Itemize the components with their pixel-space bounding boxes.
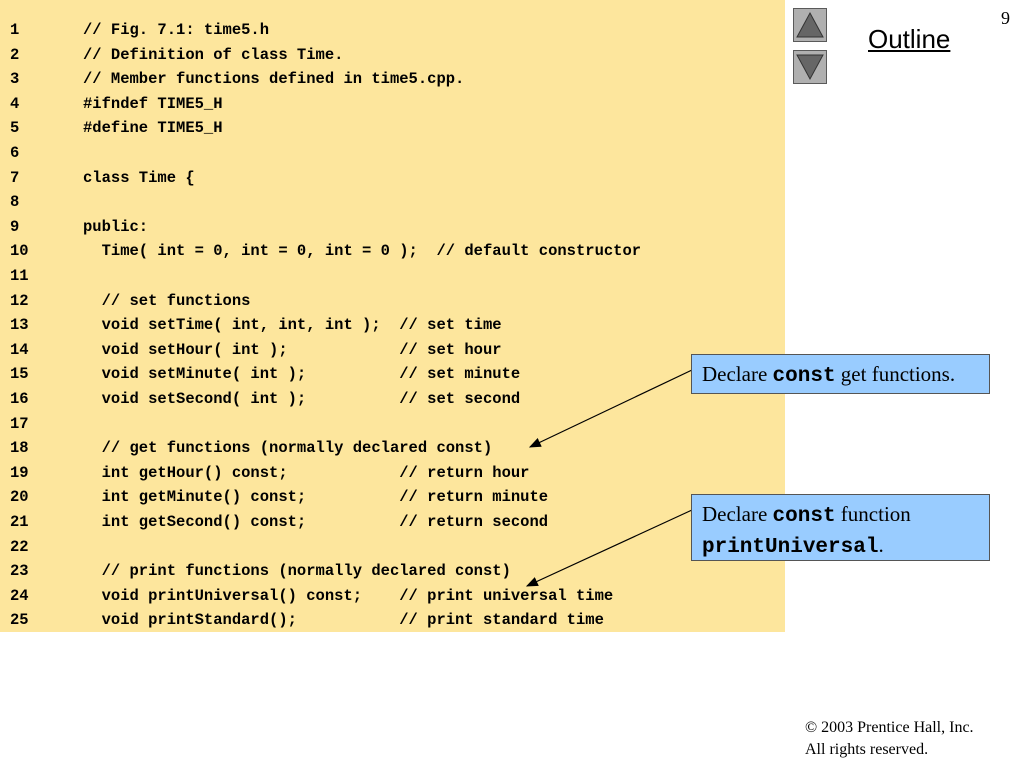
line-number: 5 bbox=[10, 119, 20, 138]
callout-text: Declare bbox=[702, 502, 773, 526]
code-line: 24 void printUniversal() const; // print… bbox=[0, 584, 785, 608]
line-number: 14 bbox=[10, 340, 29, 359]
rights-text: All rights reserved. bbox=[805, 741, 929, 758]
code-line: 23 // print functions (normally declared… bbox=[0, 559, 785, 583]
callout-text: function bbox=[835, 502, 911, 526]
callout-text: . bbox=[878, 533, 884, 557]
line-code: // Member functions defined in time5.cpp… bbox=[83, 70, 465, 89]
page-number: 9 bbox=[1001, 8, 1010, 28]
code-line: 8 bbox=[0, 190, 785, 214]
callout-code: const bbox=[772, 365, 836, 388]
code-line: 3 // Member functions defined in time5.cp… bbox=[0, 67, 785, 91]
line-code: // get functions (normally declared cons… bbox=[83, 439, 493, 458]
line-code: // Definition of class Time. bbox=[83, 45, 344, 64]
code-line: 16 void setSecond( int ); // set second bbox=[0, 387, 785, 411]
line-number: 21 bbox=[10, 513, 29, 531]
code-line: 20 int getMinute() const; // return minu… bbox=[0, 485, 785, 509]
line-number: 15 bbox=[10, 365, 29, 384]
code-line: 10 Time( int = 0, int = 0, int = 0 ); //… bbox=[0, 239, 785, 263]
line-number: 9 bbox=[10, 217, 20, 236]
code-line: 15 void setMinute( int ); // set minute bbox=[0, 362, 785, 386]
line-number: 25 bbox=[10, 611, 29, 630]
line-code: int getSecond() const; // return second bbox=[83, 513, 549, 531]
line-code: Time( int = 0, int = 0, int = 0 ); // de… bbox=[83, 242, 642, 261]
callout-text: get functions. bbox=[835, 362, 956, 386]
line-number: 12 bbox=[10, 291, 29, 310]
line-number: 17 bbox=[10, 414, 29, 433]
line-code: #ifndef TIME5_H bbox=[83, 94, 223, 113]
code-line: 25 void printStandard(); // print standa… bbox=[0, 608, 785, 632]
code-line: 22 bbox=[0, 535, 785, 559]
line-code: // set functions bbox=[83, 291, 251, 310]
callout-arrow-print-universal bbox=[525, 509, 693, 587]
code-line: 11 bbox=[0, 264, 785, 288]
line-number: 19 bbox=[10, 463, 29, 482]
callout-text: Declare bbox=[702, 362, 773, 386]
code-line: 21 int getSecond() const; // return seco… bbox=[0, 510, 785, 534]
callout-const-get-functions: Declare const get functions. bbox=[691, 354, 990, 394]
line-number: 7 bbox=[10, 168, 20, 187]
callout-const-print-universal: Declare const function printUniversal. bbox=[691, 494, 990, 561]
code-line: 7 class Time { bbox=[0, 166, 785, 190]
line-code: class Time { bbox=[83, 168, 195, 187]
line-number: 2 bbox=[10, 45, 20, 64]
copyright-text: © 2003 Prentice Hall, Inc. bbox=[805, 719, 974, 736]
line-code: void printStandard(); // print standard … bbox=[83, 611, 604, 630]
line-number: 3 bbox=[10, 70, 20, 89]
code-line: 5 #define TIME5_H bbox=[0, 116, 785, 140]
line-number: 1 bbox=[10, 21, 20, 39]
triangle-up-icon bbox=[796, 11, 824, 38]
previous-slide-button[interactable] bbox=[793, 8, 827, 42]
line-code: int getMinute() const; // return minute bbox=[83, 488, 549, 507]
code-line: 18 // get functions (normally declared c… bbox=[0, 436, 785, 460]
line-code: #define TIME5_H bbox=[83, 119, 223, 138]
code-line: 12 // set functions bbox=[0, 289, 785, 313]
code-line: 13 void setTime( int, int, int ); // set… bbox=[0, 313, 785, 337]
line-code: void printUniversal() const; // print un… bbox=[83, 586, 614, 605]
line-number: 22 bbox=[10, 537, 29, 556]
line-number: 11 bbox=[10, 267, 29, 285]
line-number: 18 bbox=[10, 439, 29, 458]
triangle-down-icon bbox=[796, 54, 824, 81]
code-line: 14 void setHour( int ); // set hour bbox=[0, 338, 785, 362]
line-number: 13 bbox=[10, 316, 29, 335]
outline-link[interactable]: Outline bbox=[868, 24, 951, 54]
line-code: void setSecond( int ); // set second bbox=[83, 390, 521, 408]
callout-code: const bbox=[772, 505, 836, 528]
copyright-footer: © 2003 Prentice Hall, Inc. All rights re… bbox=[805, 717, 974, 761]
code-panel: 1 // Fig. 7.1: time5.h 2 // Definition of c… bbox=[0, 0, 785, 632]
line-number: 23 bbox=[10, 562, 29, 581]
line-number: 8 bbox=[10, 193, 20, 212]
line-code: public: bbox=[83, 217, 149, 236]
code-line: 19 int getHour() const; // return hour bbox=[0, 461, 785, 485]
code-line: 4 #ifndef TIME5_H bbox=[0, 92, 785, 116]
line-code: void setHour( int ); // set hour bbox=[83, 340, 502, 359]
line-code: void setTime( int, int, int ); // set ti… bbox=[83, 316, 502, 335]
line-number: 20 bbox=[10, 488, 29, 507]
line-number: 16 bbox=[10, 390, 29, 408]
code-line: 1 // Fig. 7.1: time5.h bbox=[0, 18, 785, 42]
line-code: // print functions (normally declared co… bbox=[83, 562, 511, 581]
callout-code: printUniversal bbox=[702, 536, 879, 559]
code-line: 6 bbox=[0, 141, 785, 165]
line-number: 24 bbox=[10, 586, 29, 605]
line-number: 6 bbox=[10, 144, 20, 162]
line-code: int getHour() const; // return hour bbox=[83, 463, 530, 482]
next-slide-button[interactable] bbox=[793, 50, 827, 84]
code-line: 9 public: bbox=[0, 215, 785, 239]
callout-arrow-get-functions bbox=[528, 369, 693, 448]
code-line: 2 // Definition of class Time. bbox=[0, 43, 785, 67]
line-code: void setMinute( int ); // set minute bbox=[83, 365, 521, 384]
line-number: 4 bbox=[10, 94, 20, 113]
code-line: 17 bbox=[0, 412, 785, 436]
line-code: // Fig. 7.1: time5.h bbox=[83, 21, 270, 39]
line-number: 10 bbox=[10, 242, 29, 261]
